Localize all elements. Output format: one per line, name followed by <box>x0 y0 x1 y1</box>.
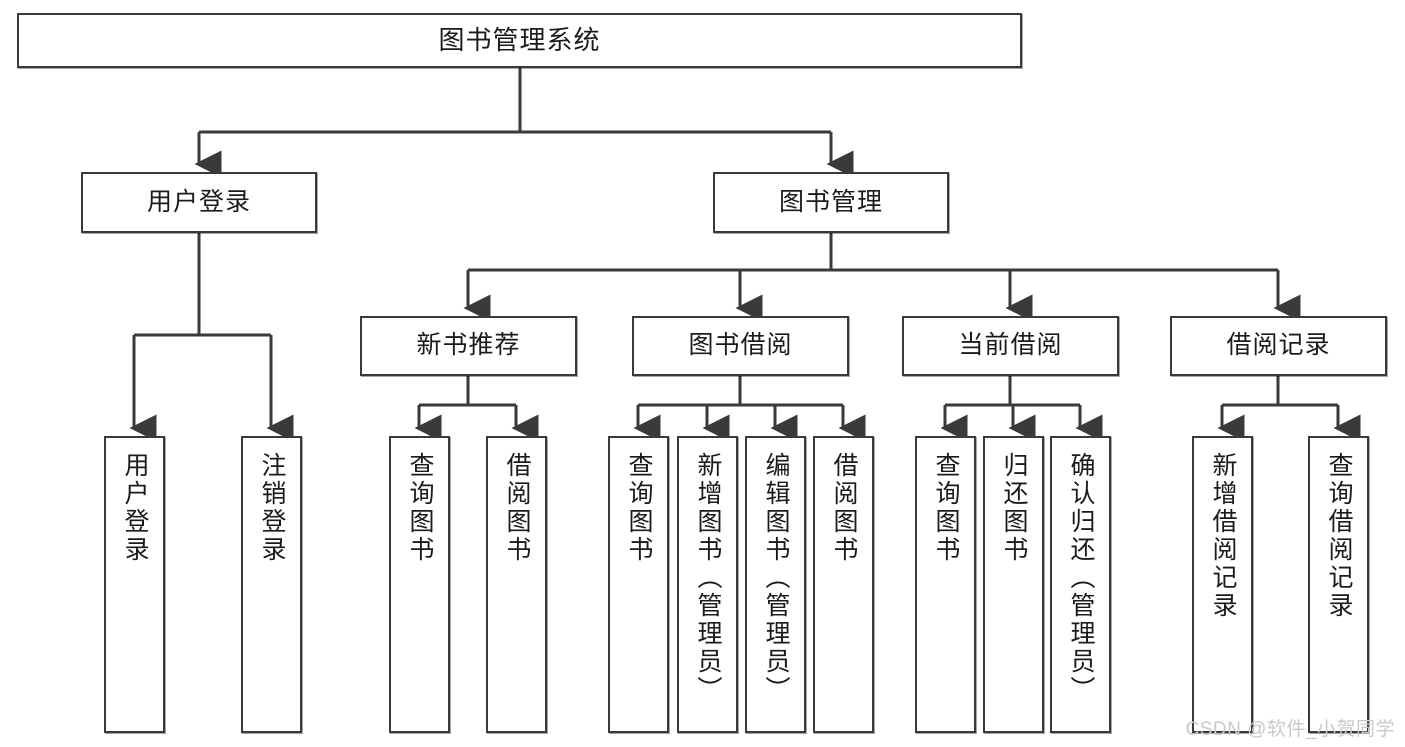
node-leaf-borrow-book-1[interactable]: 借阅图书 <box>486 436 547 733</box>
node-current-borrow[interactable]: 当前借阅 <box>902 316 1119 376</box>
node-leaf-add-book[interactable]: 新增图书（管理员） <box>677 436 738 733</box>
node-book-borrow-label: 图书借阅 <box>688 331 793 360</box>
node-new-book-recommend[interactable]: 新书推荐 <box>360 316 577 376</box>
node-leaf-confirm-return[interactable]: 确认归还（管理员） <box>1050 436 1111 733</box>
node-book-borrow[interactable]: 图书借阅 <box>632 316 849 376</box>
node-leaf-user-login-label: 用户登录 <box>121 452 149 564</box>
node-leaf-query-record[interactable]: 查询借阅记录 <box>1308 436 1369 733</box>
node-leaf-borrow-book-2[interactable]: 借阅图书 <box>813 436 874 733</box>
csdn-watermark: CSDN @软件_小贺同学 <box>1185 719 1395 740</box>
node-leaf-return-book-label: 归还图书 <box>1000 452 1028 564</box>
node-book-manage[interactable]: 图书管理 <box>713 172 949 233</box>
node-borrow-record-label: 借阅记录 <box>1226 331 1331 360</box>
node-leaf-borrow-book-1-label: 借阅图书 <box>503 452 531 564</box>
node-new-book-recommend-label: 新书推荐 <box>416 331 521 360</box>
node-leaf-query-book-3-label: 查询图书 <box>932 452 960 564</box>
node-leaf-query-book-2-label: 查询图书 <box>625 452 653 564</box>
node-book-manage-label: 图书管理 <box>778 187 883 216</box>
node-user-login[interactable]: 用户登录 <box>81 172 317 233</box>
node-leaf-query-book-1[interactable]: 查询图书 <box>389 436 450 733</box>
node-leaf-return-book[interactable]: 归还图书 <box>983 436 1044 733</box>
node-leaf-query-book-3[interactable]: 查询图书 <box>915 436 976 733</box>
node-leaf-add-record[interactable]: 新增借阅记录 <box>1192 436 1253 733</box>
node-root-label: 图书管理系统 <box>438 25 601 56</box>
node-current-borrow-label: 当前借阅 <box>958 331 1063 360</box>
node-borrow-record[interactable]: 借阅记录 <box>1170 316 1387 376</box>
node-leaf-user-logout-label: 注销登录 <box>258 452 286 564</box>
node-leaf-borrow-book-2-label: 借阅图书 <box>830 452 858 564</box>
node-root[interactable]: 图书管理系统 <box>17 13 1022 68</box>
node-user-login-label: 用户登录 <box>146 187 251 216</box>
node-leaf-add-record-label: 新增借阅记录 <box>1209 452 1237 620</box>
node-leaf-edit-book-label: 编辑图书（管理员） <box>762 452 790 704</box>
node-leaf-add-book-label: 新增图书（管理员） <box>694 452 722 704</box>
node-leaf-query-book-2[interactable]: 查询图书 <box>608 436 669 733</box>
node-leaf-confirm-return-label: 确认归还（管理员） <box>1067 452 1095 704</box>
node-leaf-query-book-1-label: 查询图书 <box>406 452 434 564</box>
node-leaf-user-logout[interactable]: 注销登录 <box>241 436 302 733</box>
node-leaf-edit-book[interactable]: 编辑图书（管理员） <box>745 436 806 733</box>
node-leaf-query-record-label: 查询借阅记录 <box>1325 452 1353 620</box>
node-leaf-user-login[interactable]: 用户登录 <box>104 436 165 733</box>
